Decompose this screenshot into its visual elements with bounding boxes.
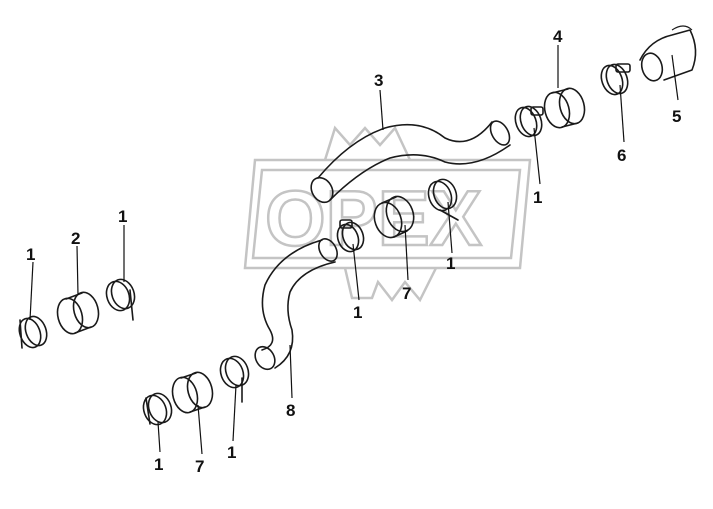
part-1-clamp-left-outer	[18, 315, 48, 349]
callout-1-left-inner: 1	[118, 207, 127, 226]
callout-7-lower: 7	[195, 457, 204, 476]
callout-8: 8	[286, 401, 295, 420]
part-7-coupler-lower	[171, 371, 214, 414]
callout-7-middle: 7	[402, 284, 411, 303]
callout-1-lower-left: 1	[154, 455, 163, 474]
part-1-clamp-left-inner	[105, 278, 136, 321]
callout-3: 3	[374, 71, 383, 90]
part-4-coupler	[543, 87, 586, 129]
callout-1-left-outer: 1	[26, 245, 35, 264]
callout-1-middle-right: 1	[446, 254, 455, 273]
callout-4: 4	[553, 27, 563, 46]
callout-6: 6	[617, 146, 626, 165]
callout-1-lower-mid: 1	[227, 443, 236, 462]
callout-5: 5	[672, 107, 681, 126]
part-2-coupler	[56, 291, 100, 335]
part-1-clamp-upper-right	[514, 105, 544, 138]
part-1-clamp-middle-left	[336, 219, 365, 253]
part-1-clamp-lower-mid	[219, 355, 250, 403]
part-5-elbow-pipe	[639, 25, 697, 82]
part-3-upper-hose	[310, 120, 511, 204]
part-1-clamp-lower-left	[142, 392, 173, 426]
leader-lines	[29, 45, 679, 455]
callout-2: 2	[71, 229, 80, 248]
callout-1-middle-left: 1	[353, 303, 362, 322]
part-6-clamp	[600, 63, 631, 96]
callout-1-upper-right: 1	[533, 188, 542, 207]
watermark-logo: OPEX	[243, 125, 532, 303]
